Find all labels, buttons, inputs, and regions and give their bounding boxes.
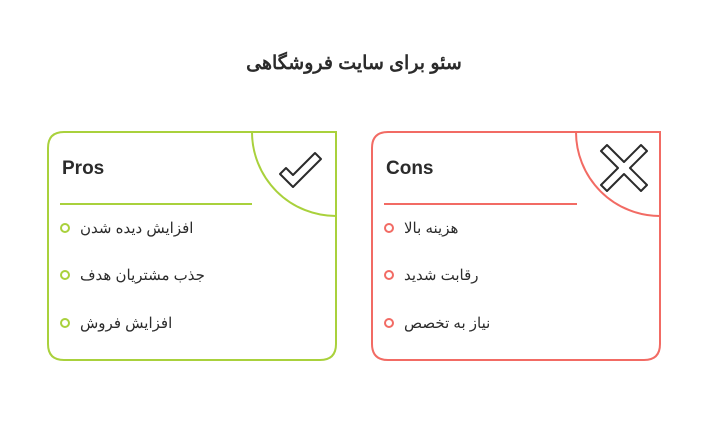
- pros-item: جذب مشتریان هدف: [60, 265, 205, 285]
- cons-heading: Cons: [386, 158, 434, 179]
- cons-item: هزینه بالا: [384, 218, 458, 238]
- pros-card: [47, 131, 337, 361]
- pros-item: افزایش دیده شدن: [60, 218, 193, 238]
- cons-item-text: نیاز به تخصص: [404, 315, 491, 332]
- bullet-icon: [384, 318, 394, 328]
- bullet-icon: [60, 223, 70, 233]
- bullet-icon: [60, 270, 70, 280]
- pros-item-text: افزایش فروش: [80, 315, 173, 332]
- cons-item-text: رقابت شدید: [404, 267, 479, 284]
- x-icon: [600, 144, 648, 192]
- pros-corner-arc: [251, 131, 337, 217]
- cons-card: [371, 131, 661, 361]
- bullet-icon: [384, 223, 394, 233]
- cons-item: نیاز به تخصص: [384, 313, 490, 333]
- cons-item: رقابت شدید: [384, 265, 479, 285]
- diagram-title: سئو برای سایت فروشگاهی: [246, 53, 462, 74]
- pros-item-text: افزایش دیده شدن: [80, 220, 194, 237]
- cons-item-text: هزینه بالا: [404, 220, 459, 237]
- pros-item-text: جذب مشتریان هدف: [80, 267, 205, 284]
- cons-corner-arc: [575, 131, 661, 217]
- bullet-icon: [60, 318, 70, 328]
- pros-item: افزایش فروش: [60, 313, 172, 333]
- pros-heading: Pros: [62, 158, 105, 179]
- check-icon: [279, 152, 322, 188]
- bullet-icon: [384, 270, 394, 280]
